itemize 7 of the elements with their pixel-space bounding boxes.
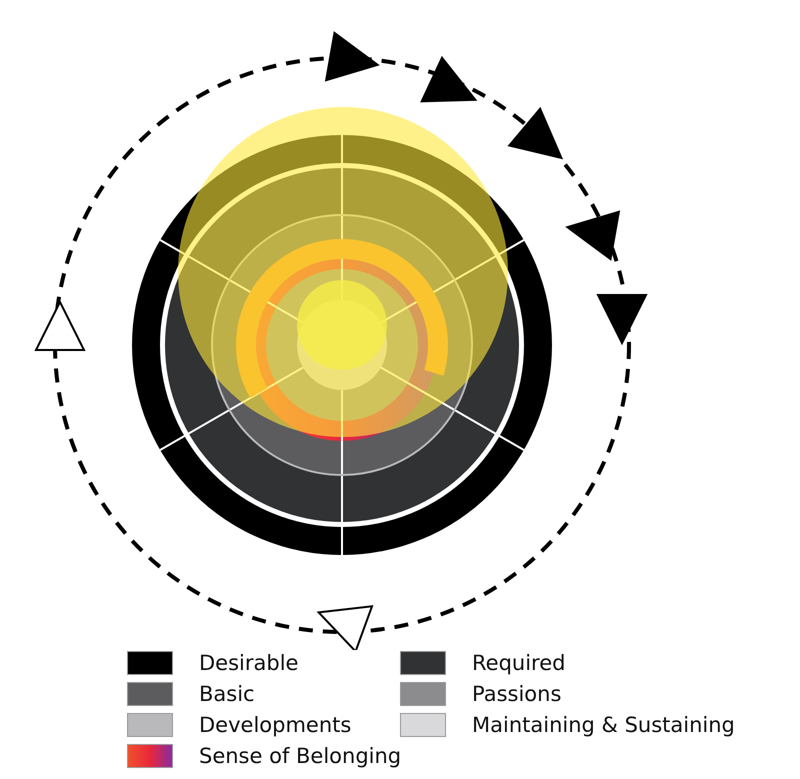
legend-label: Developments [199,713,352,737]
legend-label: Desirable [199,651,298,675]
legend-label: Basic [199,682,255,706]
legend-label: Passions [472,682,562,706]
legend-label: Maintaining & Sustaining [472,713,735,737]
legend-label: Required [472,651,566,675]
legend-label: Sense of Belonging [199,744,402,768]
